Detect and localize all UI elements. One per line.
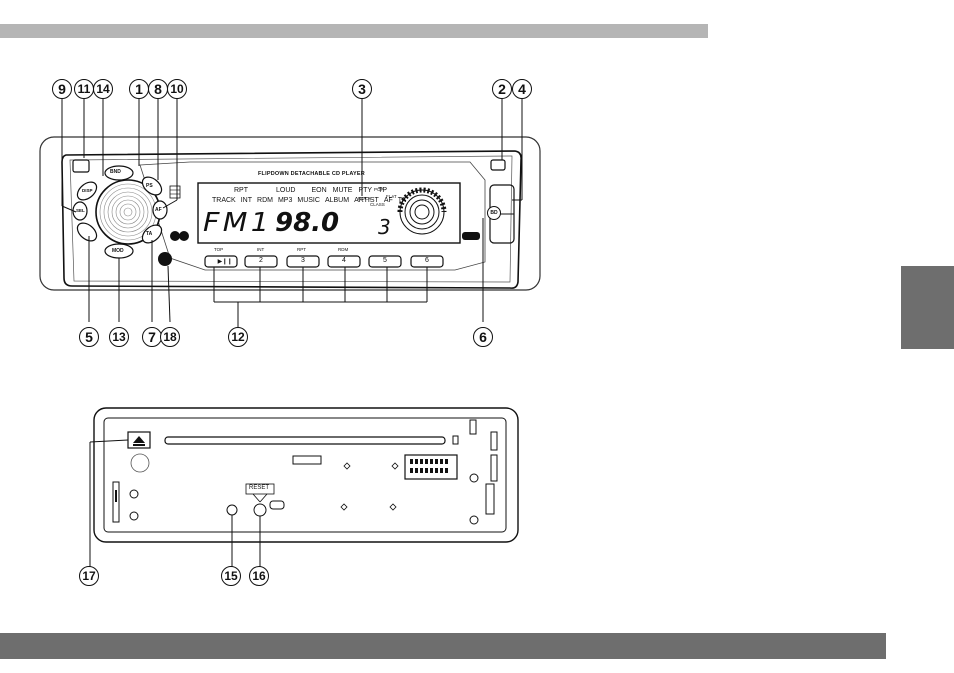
callout-16: 16 [249,566,269,586]
callout-17: 17 [79,566,99,586]
callout-15: 15 [221,566,241,586]
reset-label: RESET [249,485,269,491]
